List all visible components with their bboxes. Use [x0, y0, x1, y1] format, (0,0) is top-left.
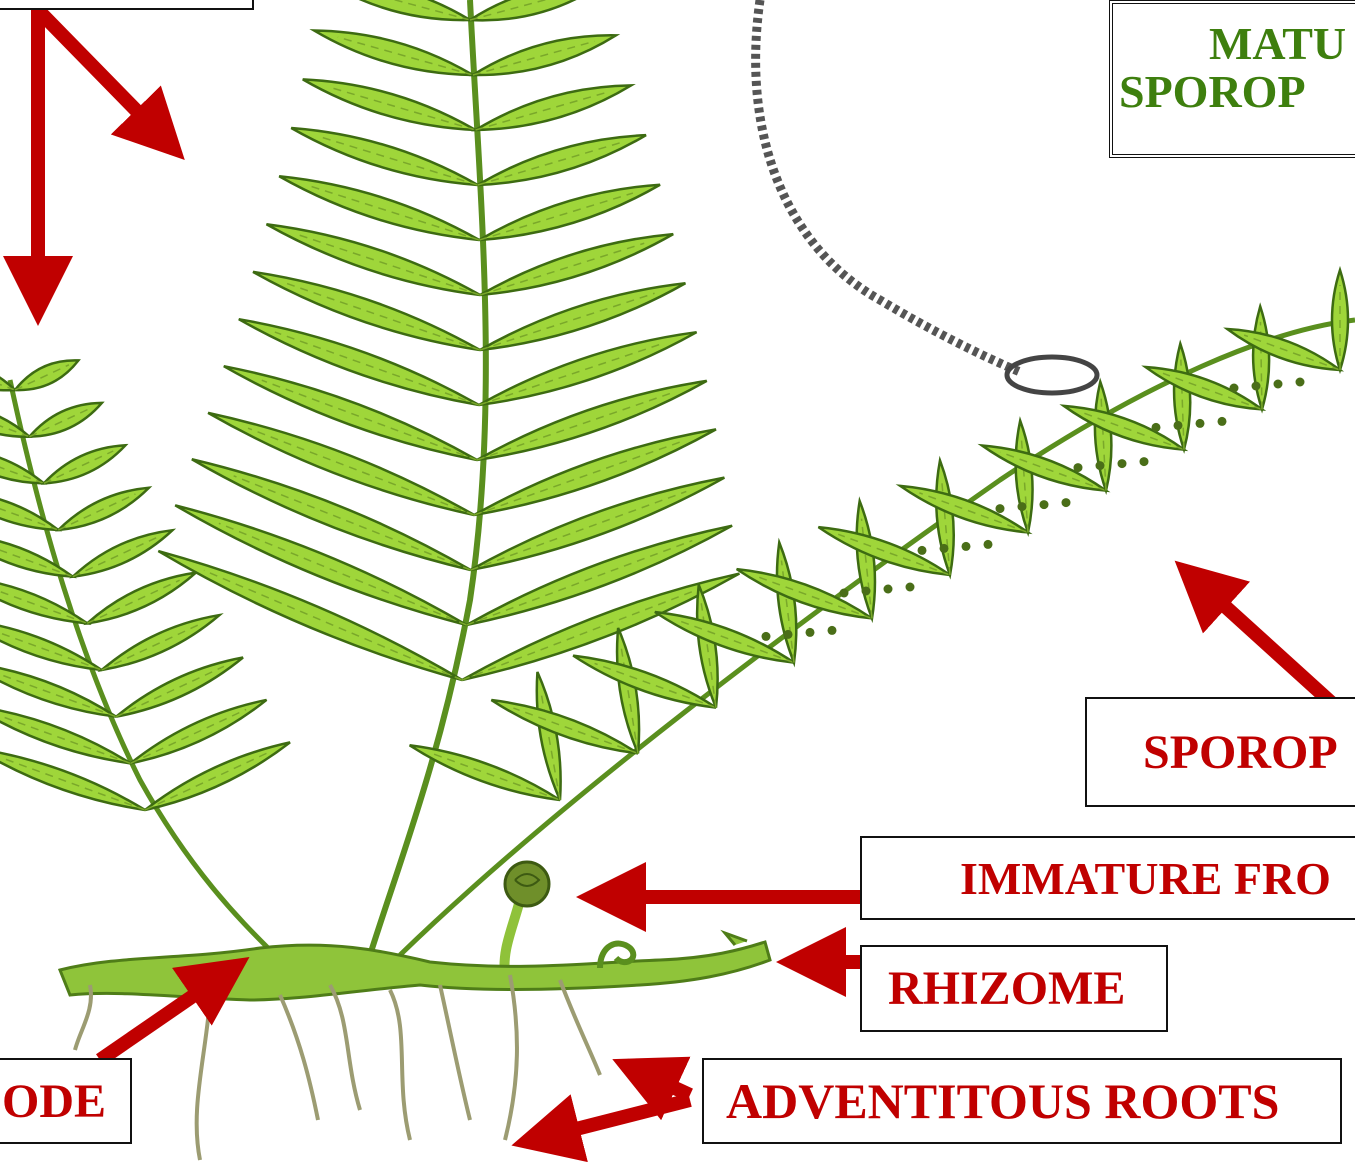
sorus-dot	[1062, 498, 1071, 507]
rhizome-label-text: RHIZOME	[888, 961, 1125, 1016]
arrow-to-root-1	[625, 1065, 690, 1095]
pinna	[325, 0, 470, 20]
sorus-dot	[1196, 419, 1205, 428]
pinna	[0, 577, 87, 623]
pinna	[0, 620, 102, 670]
pinna-vein	[44, 451, 113, 483]
sorus-dot	[862, 587, 871, 596]
node-label: ODE	[0, 1058, 132, 1144]
sorus-dot	[940, 544, 949, 553]
immature-fiddlehead	[504, 862, 549, 975]
root	[440, 985, 470, 1120]
sporophyll-label: SPOROP	[1085, 697, 1355, 807]
sorus-dot	[906, 583, 915, 592]
sorus-dot	[984, 540, 993, 549]
root	[280, 995, 318, 1120]
sorus-dot	[996, 504, 1005, 513]
pinna-vein	[462, 590, 698, 680]
sorus-dot	[884, 585, 893, 594]
adventitious-roots	[75, 975, 600, 1160]
sorus-dot	[1152, 423, 1161, 432]
pinna	[1095, 382, 1111, 491]
sorus-dot	[1018, 502, 1027, 511]
pinna	[0, 491, 58, 530]
sorus-dot	[1040, 500, 1049, 509]
sorus-dot	[762, 632, 771, 641]
mature-title-line2: SPOROP	[1113, 68, 1355, 116]
sorus-dot	[1252, 382, 1261, 391]
sorus-dot	[962, 542, 971, 551]
sorus-dot	[1096, 461, 1105, 470]
sorus-dot	[1174, 421, 1183, 430]
rhizome-stem	[60, 942, 770, 1000]
root	[330, 985, 360, 1110]
rhizome-label: RHIZOME	[860, 945, 1168, 1032]
sorus-dot	[1296, 378, 1305, 387]
sorus-dot	[1230, 384, 1239, 393]
root	[390, 990, 410, 1140]
sorus-dot	[1218, 417, 1227, 426]
pinna	[1174, 344, 1190, 450]
arrow-to-center-frond	[38, 10, 175, 150]
adventitious-roots-label-text: ADVENTITOUS ROOTS	[726, 1072, 1279, 1130]
adventitious-roots-label: ADVENTITOUS ROOTS	[702, 1058, 1342, 1144]
root	[560, 980, 600, 1075]
rhizome-hook	[725, 933, 747, 945]
immature-frond-label: IMMATURE FRO	[860, 836, 1355, 920]
pinna-vein	[338, 37, 473, 75]
mature-title-line1: MATU	[1113, 20, 1355, 68]
arrow-to-sori	[1185, 570, 1345, 715]
pinna-vein	[204, 570, 462, 680]
pinna-vein	[309, 186, 479, 240]
sporophyll-label-text: SPOROP	[1143, 725, 1338, 780]
sorus-dot	[784, 630, 793, 639]
pinna	[0, 448, 44, 483]
arrow-to-root-2	[525, 1100, 690, 1142]
sorus-dot	[918, 546, 927, 555]
sorus-highlight-circle	[1007, 357, 1097, 393]
node-label-text: ODE	[2, 1074, 106, 1129]
sorus-dot	[806, 628, 815, 637]
center-frond	[158, 0, 739, 955]
sorus-dot	[1074, 463, 1083, 472]
pinna-vein	[116, 666, 224, 716]
sorus-dot	[1118, 459, 1127, 468]
top-left-label-box	[0, 0, 254, 10]
pinna-vein	[838, 534, 950, 575]
magnifier-dashed-circle	[756, 0, 1020, 372]
pinna	[0, 534, 73, 577]
sorus-dot	[828, 626, 837, 635]
pinna	[410, 745, 560, 800]
immature-frond-label-text: IMMATURE FRO	[960, 852, 1331, 905]
sorus-dot	[1140, 457, 1149, 466]
mature-sporophyte-title-box: MATU SPOROP	[1109, 0, 1355, 158]
sorus-dot	[1274, 380, 1283, 389]
pinna-vein	[1, 758, 145, 810]
left-frond	[0, 360, 290, 950]
pinna	[470, 0, 600, 20]
sorus-dot	[840, 589, 849, 598]
root	[505, 975, 517, 1140]
root	[197, 1000, 210, 1160]
